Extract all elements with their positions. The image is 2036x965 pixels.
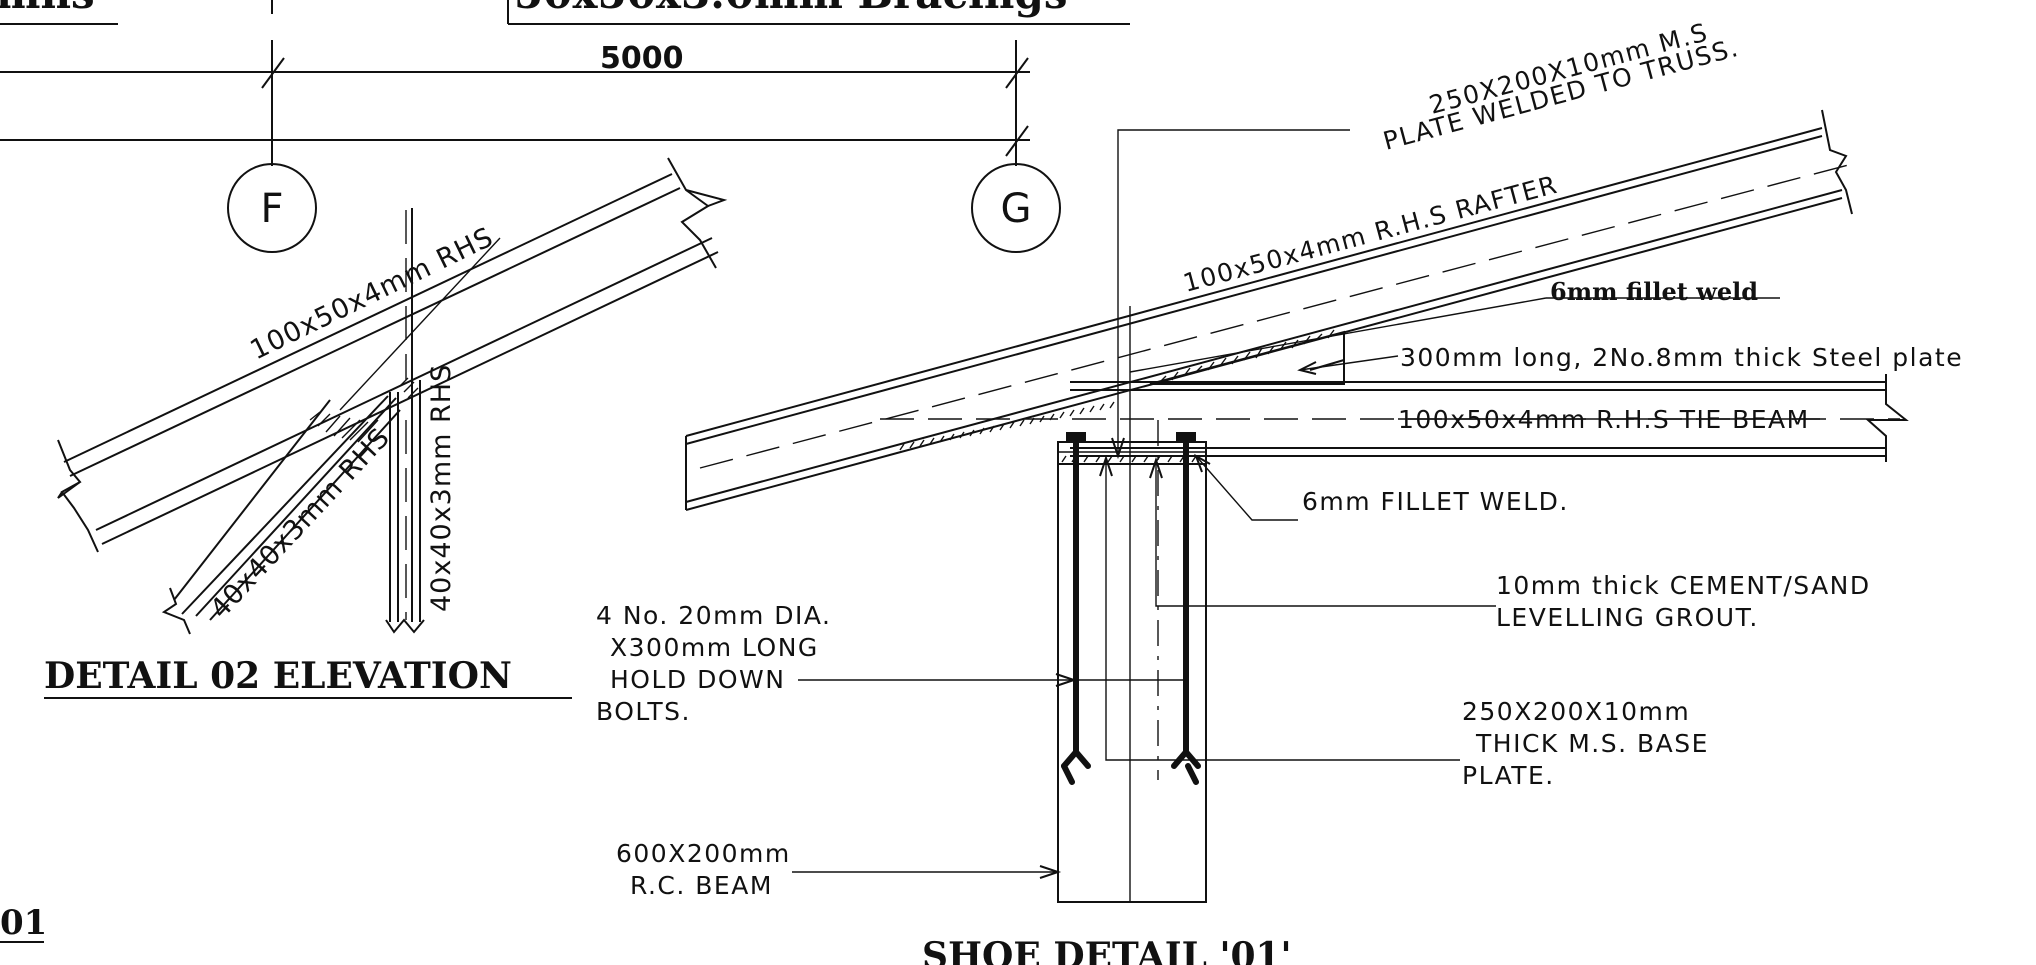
gridline-label-g: G (1001, 186, 1032, 232)
dimension-value: 5000 (600, 41, 684, 76)
leader-plate-welded (1111, 129, 1350, 460)
leader-rc-beam (792, 865, 1062, 879)
detail-02-title: DETAIL 02 ELEVATION (44, 655, 512, 697)
fillet-weld-caps-label: 6mm FILLET WELD. (1302, 487, 1569, 516)
gridline-bubble-g (971, 163, 1061, 253)
fillet-weld-bold-label: 6mm fillet weld (1550, 277, 1758, 306)
grout-label-line1: 10mm thick CEMENT/SAND (1496, 571, 1871, 600)
fillet-weld-hatching (899, 329, 1335, 451)
leader-steel-plate (1297, 355, 1399, 375)
left-header-title: mns (0, 0, 95, 18)
right-header-title: 50x50x3.0mm Bracings (514, 0, 1067, 18)
base-plate-label-line2: THICK M.S. BASE (1475, 729, 1709, 758)
detail-02-vertical-label: 40x40x3mm RHS (426, 364, 457, 612)
leader-grout (1149, 456, 1496, 607)
base-plate-label-line3: PLATE. (1462, 761, 1555, 790)
bolts-label-line4: BOLTS. (596, 697, 691, 726)
shoe-rafter (685, 109, 1853, 511)
base-plate-label-line1: 250X200X10mm (1462, 697, 1690, 726)
leader-base-plate (1099, 454, 1460, 761)
leader-fillet-weld-bold (1129, 297, 1780, 373)
bolts-label-line3: HOLD DOWN (610, 665, 785, 694)
hold-down-bolts (1061, 432, 1201, 785)
leader-bolts (798, 673, 1186, 687)
bolts-label-line2: X300mm LONG (610, 633, 819, 662)
gridline-bubble-f (227, 163, 317, 253)
rc-beam-label-line1: 600X200mm (616, 839, 791, 868)
detail-02-vertical-member (339, 208, 501, 634)
detail-02-rafter (57, 157, 728, 553)
dimension-5000: 5000 (0, 40, 1030, 166)
detail-02-rafter-label: 100x50x4mm RHS (245, 222, 498, 367)
detail-02-diagonal-member (161, 395, 401, 635)
rc-beam-label-line2: R.C. BEAM (630, 871, 773, 900)
gridline-label-f: F (260, 186, 283, 232)
bolts-label-line1: 4 No. 20mm DIA. (596, 601, 832, 630)
footer-fragment: 01 (0, 903, 47, 943)
shoe-rafter-label: 100x50x4mm R.H.S RAFTER (1180, 170, 1561, 298)
leader-fillet-weld-caps (1194, 453, 1298, 521)
shoe-detail-title: SHOE DETAIL '01' (922, 935, 1292, 965)
grout-label-line2: LEVELLING GROUT. (1496, 603, 1759, 632)
rc-beam (1057, 306, 1207, 903)
steel-plate-label: 300mm long, 2No.8mm thick Steel plate (1400, 343, 1963, 372)
